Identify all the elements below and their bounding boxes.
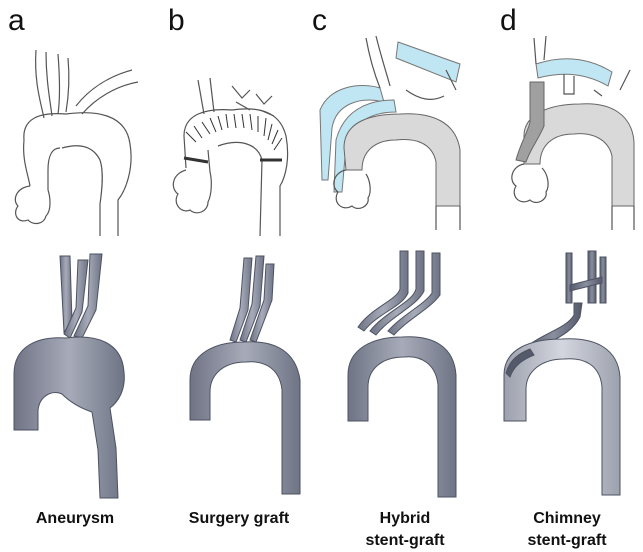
sketch-chimney-stent-graft (490, 30, 643, 240)
sketch-hybrid-stent-graft (310, 30, 480, 240)
caption-line: stent-graft (330, 530, 480, 552)
caption-surgery-graft: Surgery graft (164, 508, 314, 530)
caption-hybrid-stent-graft: Hybrid stent-graft (330, 508, 480, 552)
caption-line: Aneurysm (0, 508, 150, 530)
sketch-aneurysm (0, 40, 160, 240)
model-aneurysm (0, 250, 160, 500)
panel-letter-a: a (8, 4, 25, 38)
caption-aneurysm: Aneurysm (0, 508, 150, 530)
model-surgery-graft (160, 250, 320, 500)
caption-line: stent-graft (492, 530, 642, 552)
caption-line: Surgery graft (164, 508, 314, 530)
model-chimney-stent-graft (490, 245, 643, 500)
model-hybrid-stent-graft (320, 245, 480, 500)
caption-line: Hybrid (330, 508, 480, 530)
sketch-surgery-graft (160, 40, 320, 240)
caption-chimney-stent-graft: Chimney stent-graft (492, 508, 642, 552)
caption-line: Chimney (492, 508, 642, 530)
panel-letter-b: b (168, 4, 185, 38)
